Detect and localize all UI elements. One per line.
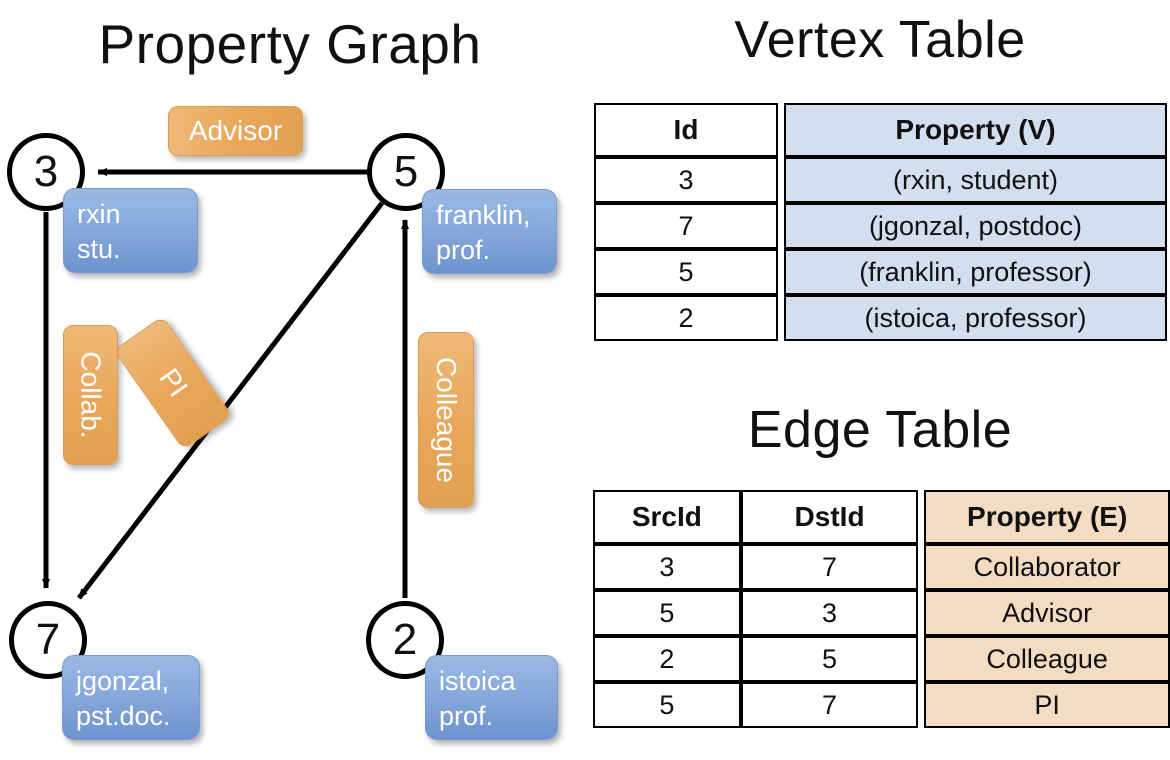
edge-row-0-dst: 7 xyxy=(740,544,919,590)
edge-row-3-src: 5 xyxy=(593,682,741,728)
graph-node-7-property-line1: jgonzal, xyxy=(76,666,170,696)
graph-node-3-label: 3 xyxy=(33,147,59,196)
table-row[interactable]: 2 5 Colleague xyxy=(593,636,1170,682)
graph-edges-svg xyxy=(42,168,409,600)
table-row[interactable]: 7 (jgonzal, postdoc) xyxy=(594,203,1167,249)
vertex-row-0-property: (rxin, student) xyxy=(784,157,1167,203)
vertex-row-3-id: 2 xyxy=(594,295,778,341)
vertex-row-2-property: (franklin, professor) xyxy=(784,249,1167,295)
graph-node-7-label: 7 xyxy=(35,615,61,664)
edge-row-1-property: Advisor xyxy=(924,590,1170,636)
edge-row-3-dst: 7 xyxy=(740,682,919,728)
table-row[interactable]: 5 (franklin, professor) xyxy=(594,249,1167,295)
edge-row-2-src: 2 xyxy=(593,636,741,682)
graph-node-2-property-line2: prof. xyxy=(439,700,494,731)
edge-row-3-property: PI xyxy=(924,682,1170,728)
graph-node-3-property-box[interactable]: rxin stu. xyxy=(63,188,198,273)
edge-table-header-property: Property (E) xyxy=(924,490,1170,544)
edge-table-header-row: SrcId DstId Property (E) xyxy=(593,490,1170,544)
vertex-table-header-row: Id Property (V) xyxy=(594,103,1167,157)
edge-row-1-src: 5 xyxy=(593,590,741,636)
vertex-table: Id Property (V) 3 (rxin, student) 7 (jgo… xyxy=(594,103,1167,341)
graph-edge-label-advisor[interactable]: Advisor xyxy=(168,106,303,156)
graph-node-5-property-box[interactable]: franklin, prof. xyxy=(422,189,557,274)
graph-node-5[interactable]: 5 xyxy=(367,133,445,211)
graph-node-3-property-line2: stu. xyxy=(77,233,121,264)
graph-node-2[interactable]: 2 xyxy=(366,601,444,679)
property-graph-panel: 3 5 7 2 rxin stu. franklin, prof. jgonza… xyxy=(7,106,558,740)
graph-node-2-property-box[interactable]: istoica prof. xyxy=(425,655,558,740)
edge-row-0-property: Collaborator xyxy=(924,544,1170,590)
edge-table: SrcId DstId Property (E) 3 7 Collaborato… xyxy=(593,490,1170,728)
edge-table-header-dstid: DstId xyxy=(740,490,919,544)
graph-edge-label-advisor-text: Advisor xyxy=(188,115,283,146)
graph-edge-label-colleague-text: Colleague xyxy=(431,356,463,484)
graph-edge-label-collab-text: Collab. xyxy=(75,351,107,439)
vertex-row-1-id: 7 xyxy=(594,203,778,249)
vertex-row-1-property: (jgonzal, postdoc) xyxy=(784,203,1167,249)
edge-row-2-dst: 5 xyxy=(740,636,919,682)
table-row[interactable]: 2 (istoica, professor) xyxy=(594,295,1167,341)
table-row[interactable]: 5 7 PI xyxy=(593,682,1170,728)
graph-node-2-property-line1: istoica xyxy=(439,666,516,696)
graph-node-5-label: 5 xyxy=(393,147,419,196)
edge-table-header-srcid: SrcId xyxy=(593,490,741,544)
table-row[interactable]: 3 (rxin, student) xyxy=(594,157,1167,203)
edge-row-1-dst: 3 xyxy=(740,590,919,636)
graph-node-5-property-line2: prof. xyxy=(436,234,491,265)
graph-edge-5-to-7 xyxy=(77,201,384,600)
page-title-vertex-table: Vertex Table xyxy=(734,11,1026,69)
edge-row-2-property: Colleague xyxy=(924,636,1170,682)
edge-row-0-src: 3 xyxy=(593,544,741,590)
graph-edge-label-colleague[interactable]: Colleague xyxy=(418,332,474,508)
page-title-edge-table: Edge Table xyxy=(747,401,1013,459)
graph-node-5-property-line1: franklin, xyxy=(436,200,531,230)
vertex-table-header-id: Id xyxy=(594,103,778,157)
vertex-row-3-property: (istoica, professor) xyxy=(784,295,1167,341)
vertex-row-2-id: 5 xyxy=(594,249,778,295)
graph-edge-label-collab[interactable]: Collab. xyxy=(63,325,118,465)
table-row[interactable]: 5 3 Advisor xyxy=(593,590,1170,636)
page-title-property-graph: Property Graph xyxy=(98,13,482,75)
graph-node-7-property-line2: pst.doc. xyxy=(76,700,171,731)
graph-node-7-property-box[interactable]: jgonzal, pst.doc. xyxy=(62,655,200,740)
graph-node-3-property-line1: rxin xyxy=(77,199,121,229)
graph-node-2-label: 2 xyxy=(392,615,418,664)
table-row[interactable]: 3 7 Collaborator xyxy=(593,544,1170,590)
vertex-table-header-property: Property (V) xyxy=(784,103,1167,157)
graph-edge-label-pi-text: PI xyxy=(153,362,194,403)
vertex-row-0-id: 3 xyxy=(594,157,778,203)
